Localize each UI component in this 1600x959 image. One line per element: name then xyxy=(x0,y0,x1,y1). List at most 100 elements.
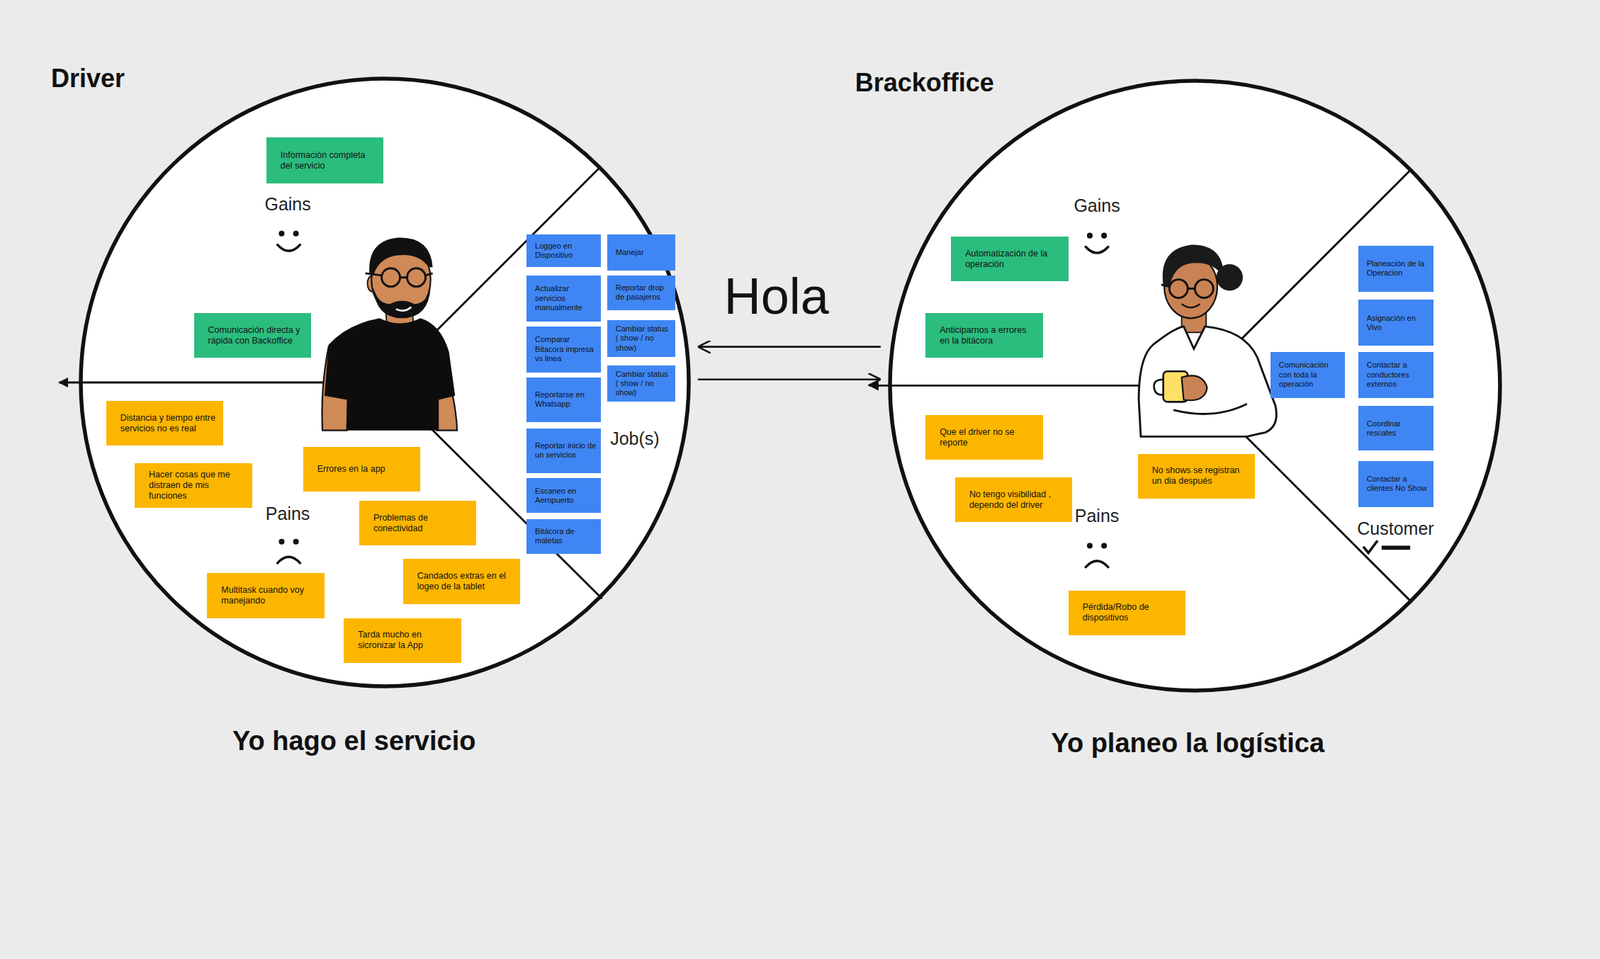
job-sticky: Planeación de la Operacion xyxy=(1358,245,1435,292)
sticky-text: Pérdida/Robo de dispositivos xyxy=(1082,602,1180,624)
driver-glasses xyxy=(381,268,401,287)
pain-sticky: Que el driver no se reporte xyxy=(925,415,1044,460)
smiley-icons xyxy=(277,231,1109,567)
check-bar xyxy=(1381,545,1411,550)
gain-sticky: Información completa del servicio xyxy=(266,137,385,184)
smiley-eye xyxy=(1102,233,1107,238)
driver-hair xyxy=(369,237,433,275)
sticky-text: Tarda mucho en sicronizar la App xyxy=(357,629,455,652)
sticky-text: Problemas de conectividad xyxy=(373,513,470,535)
sticky-text: Cambiar status ( show / no show) xyxy=(615,369,672,399)
sticky-text: Manejar xyxy=(615,248,645,258)
pain-sticky: No tengo visibilidad , dependo del drive… xyxy=(955,477,1073,523)
backoffice-arm xyxy=(1173,403,1248,414)
pain-sticky: No shows se registran un dia después xyxy=(1137,454,1256,499)
backoffice-mouth xyxy=(1181,303,1201,308)
section-label: Pains xyxy=(265,503,311,525)
job-sticky: Comparar Bitacora impresa vs linea xyxy=(526,326,601,373)
driver-mouth xyxy=(396,306,412,311)
job-sticky: Reportar inicio de un servicios xyxy=(526,428,601,474)
persona-title: Driver xyxy=(51,63,125,94)
job-sticky: Contactar a clientes No Show xyxy=(1358,461,1435,508)
job-sticky: Reportar drop de pasajeros xyxy=(607,275,676,311)
sticky-text: Hacer cosas que me distraen de mis funci… xyxy=(148,469,246,502)
sticky-text: Contactar a clientes No Show xyxy=(1366,474,1431,494)
job-sticky: Contactar a conductores externos xyxy=(1358,352,1435,399)
sticky-text: Reportar drop de pasajeros xyxy=(615,283,672,302)
smiley-mouth xyxy=(277,245,301,252)
section-label: Gains xyxy=(1073,195,1120,217)
persona-circle: DriverYo hago el servicioInformación com… xyxy=(78,76,691,689)
sticky-text: Información completa del servicio xyxy=(280,150,377,172)
frown-eye xyxy=(279,539,284,544)
job-sticky: Comunicación con toda la operación xyxy=(1270,352,1345,399)
pain-sticky: Multitask cuando voy manejando xyxy=(206,573,325,618)
gain-sticky: Automatización de la operación xyxy=(950,236,1069,282)
sticky-text: No tengo visibilidad , dependo del drive… xyxy=(969,489,1066,511)
frown-eye xyxy=(294,539,298,544)
frown-mouth xyxy=(1085,561,1109,568)
mug-handle xyxy=(1154,379,1164,396)
circle-outline xyxy=(80,78,689,687)
driver-shirt xyxy=(324,318,455,431)
job-sticky: Coordinar rescates xyxy=(1358,406,1435,451)
sticky-text: Contactar a conductores externos xyxy=(1366,360,1431,390)
sticky-text: Distancia y tiempo entre servicios no es… xyxy=(120,413,217,435)
sticky-text: Loggeo en Dispositivo xyxy=(534,241,598,261)
sticky-text: Candados extras en el logeo de la tablet xyxy=(417,571,514,593)
pain-sticky: Errores en la app xyxy=(303,447,421,492)
backoffice-glasses xyxy=(1194,279,1214,299)
check-icon xyxy=(1363,540,1378,553)
frown-eye xyxy=(1102,544,1107,548)
persona-caption: Yo planeo la logística xyxy=(1050,727,1325,761)
persona-title: Brackoffice xyxy=(855,67,995,98)
sticky-text: Actualizar servicios manualmente xyxy=(534,284,598,313)
circle-outline xyxy=(889,80,1501,691)
sticky-text: Reportarse en Whatsapp xyxy=(534,390,598,409)
sticky-text: Escaneo en Aeropuerto xyxy=(534,486,598,506)
smiley-eye xyxy=(1088,233,1092,238)
smiley-mouth xyxy=(1085,246,1109,253)
section-label: Job(s) xyxy=(610,428,659,450)
smiley-eye xyxy=(279,231,284,236)
job-sticky: Loggeo en Dispositivo xyxy=(526,234,601,268)
job-sticky: Cambiar status ( show / no show) xyxy=(607,365,676,403)
sticky-text: Anticiparnos a errores en la bitácora xyxy=(939,325,1036,347)
sticky-text: Asignación en Vivo xyxy=(1366,313,1431,333)
gain-sticky: Comunicación directa y rápida con Backof… xyxy=(194,313,312,358)
connector-arrow xyxy=(697,345,881,348)
sticky-text: Que el driver no se reporte xyxy=(939,427,1036,449)
job-sticky: Actualizar servicios manualmente xyxy=(526,275,601,322)
job-sticky: Bitácora de maletas xyxy=(526,519,601,555)
job-sticky: Escaneo en Aeropuerto xyxy=(526,478,601,514)
section-label: Gains xyxy=(264,194,311,215)
backoffice-illustration xyxy=(1138,245,1277,438)
pain-sticky: Candados extras en el logeo de la tablet xyxy=(403,559,521,604)
driver-illustration xyxy=(321,237,458,431)
driver-glasses-frame xyxy=(365,273,433,278)
persona-circle: BrackofficeYo planeo la logísticaAutomat… xyxy=(887,78,1503,694)
sticky-text: No shows se registran un dia después xyxy=(1152,465,1249,487)
job-sticky: Cambiar status ( show / no show) xyxy=(607,320,676,358)
sticky-text: Coordinar rescates xyxy=(1366,419,1431,438)
sticky-text: Comparar Bitacora impresa vs linea xyxy=(534,335,598,364)
sticky-text: Comunicación con toda la operación xyxy=(1279,360,1342,390)
gain-sticky: Anticiparnos a errores en la bitácora xyxy=(925,313,1044,358)
connector-arrow xyxy=(697,378,881,381)
persona-caption: Yo hago el servicio xyxy=(232,725,477,759)
sticky-text: Bitácora de maletas xyxy=(534,527,598,546)
greeting-label: Hola xyxy=(724,267,830,326)
backoffice-shirt xyxy=(1138,326,1277,438)
pain-sticky: Hacer cosas que me distraen de mis funci… xyxy=(134,463,253,509)
smiley-eye xyxy=(294,231,298,236)
job-sticky: Reportarse en Whatsapp xyxy=(526,377,601,423)
sticky-text: Planeación de la Operacion xyxy=(1366,259,1431,278)
sticky-text: Automatización de la operación xyxy=(965,248,1062,270)
driver-glasses xyxy=(407,268,426,287)
pain-sticky: Tarda mucho en sicronizar la App xyxy=(343,618,462,664)
frown-mouth xyxy=(277,556,301,564)
backoffice-hand xyxy=(1181,375,1208,401)
pain-sticky: Distancia y tiempo entre servicios no es… xyxy=(106,401,224,446)
job-sticky: Manejar xyxy=(607,234,676,270)
